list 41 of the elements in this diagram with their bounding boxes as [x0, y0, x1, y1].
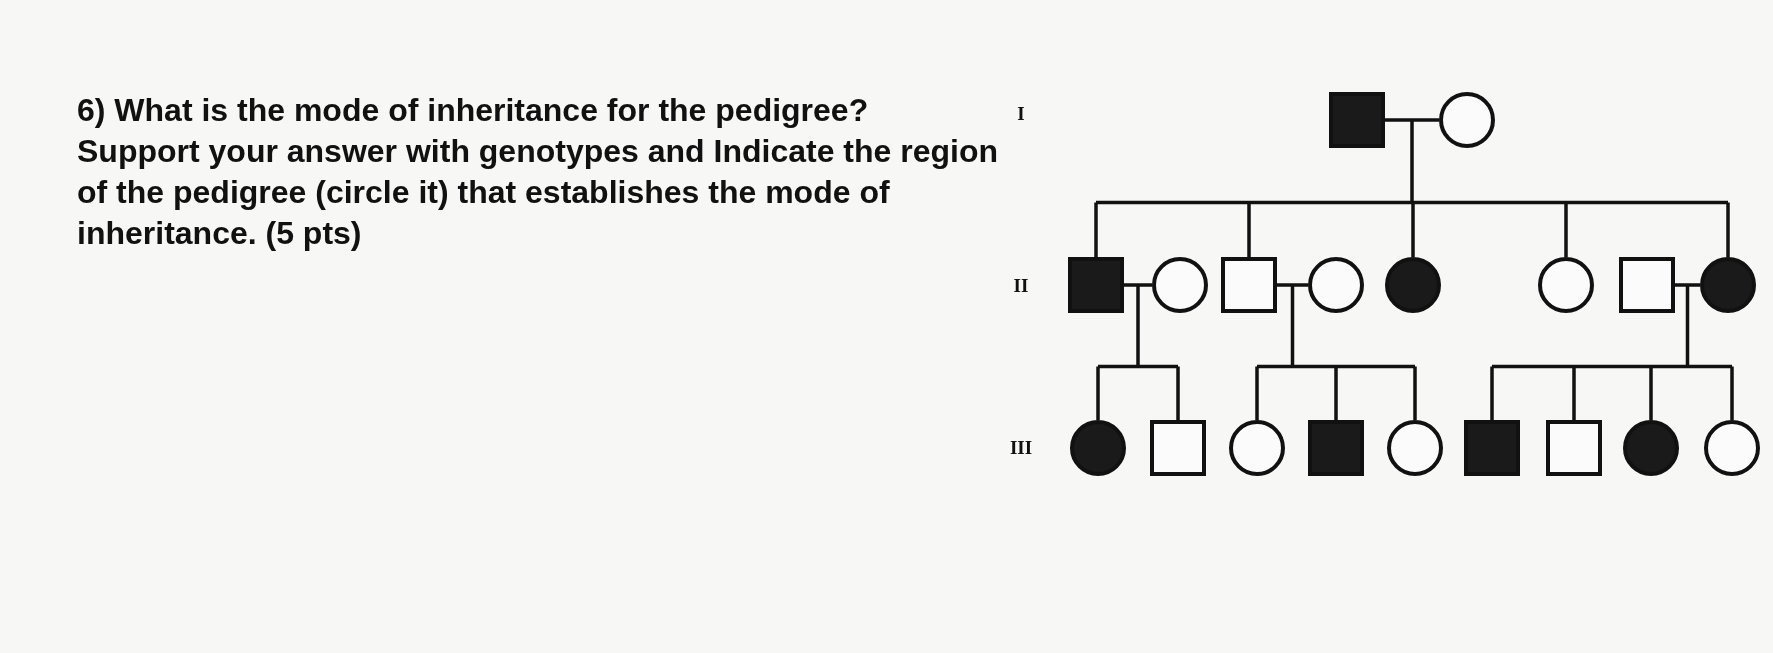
pedigree-line: [1096, 366, 1100, 420]
male-symbol: [1221, 257, 1277, 313]
affected-female-symbol: [1700, 257, 1756, 313]
pedigree-line: [1255, 366, 1259, 420]
female-symbol: [1704, 420, 1760, 476]
pedigree-line: [1411, 202, 1415, 257]
affected-male-symbol: [1329, 92, 1385, 148]
pedigree-line: [1413, 366, 1417, 420]
affected-female-symbol: [1385, 257, 1441, 313]
question-text: 6) What is the mode of inheritance for the pedigree? Support your answer with genotypes and Indicate the region of the pedigree (circle it) that establishes the mode of inheritance. (5 pts): [77, 91, 999, 253]
pedigree-line: [1675, 283, 1700, 287]
pedigree-line: [1176, 366, 1180, 420]
generation-label: I: [1016, 103, 1026, 125]
pedigree-line: [1726, 202, 1730, 257]
pedigree-line: [1094, 202, 1098, 257]
affected-female-symbol: [1623, 420, 1679, 476]
affected-male-symbol: [1068, 257, 1124, 313]
female-symbol: [1538, 257, 1594, 313]
male-symbol: [1150, 420, 1206, 476]
generation-label: III: [1008, 437, 1034, 459]
pedigree-line: [1730, 366, 1734, 420]
female-symbol: [1308, 257, 1364, 313]
affected-female-symbol: [1070, 420, 1126, 476]
pedigree-line: [1572, 366, 1576, 420]
generation-label: II: [1012, 275, 1030, 297]
affected-male-symbol: [1464, 420, 1520, 476]
pedigree-line: [1247, 202, 1251, 257]
female-symbol: [1152, 257, 1208, 313]
pedigree-line: [1277, 283, 1308, 287]
female-symbol: [1229, 420, 1285, 476]
pedigree-line: [1649, 366, 1653, 420]
affected-male-symbol: [1308, 420, 1364, 476]
pedigree-line: [1124, 283, 1152, 287]
female-symbol: [1439, 92, 1495, 148]
pedigree-line: [1490, 366, 1494, 420]
pedigree-line: [1564, 202, 1568, 257]
male-symbol: [1619, 257, 1675, 313]
pedigree-line: [1334, 366, 1338, 420]
male-symbol: [1546, 420, 1602, 476]
pedigree-line: [1385, 118, 1439, 122]
female-symbol: [1387, 420, 1443, 476]
